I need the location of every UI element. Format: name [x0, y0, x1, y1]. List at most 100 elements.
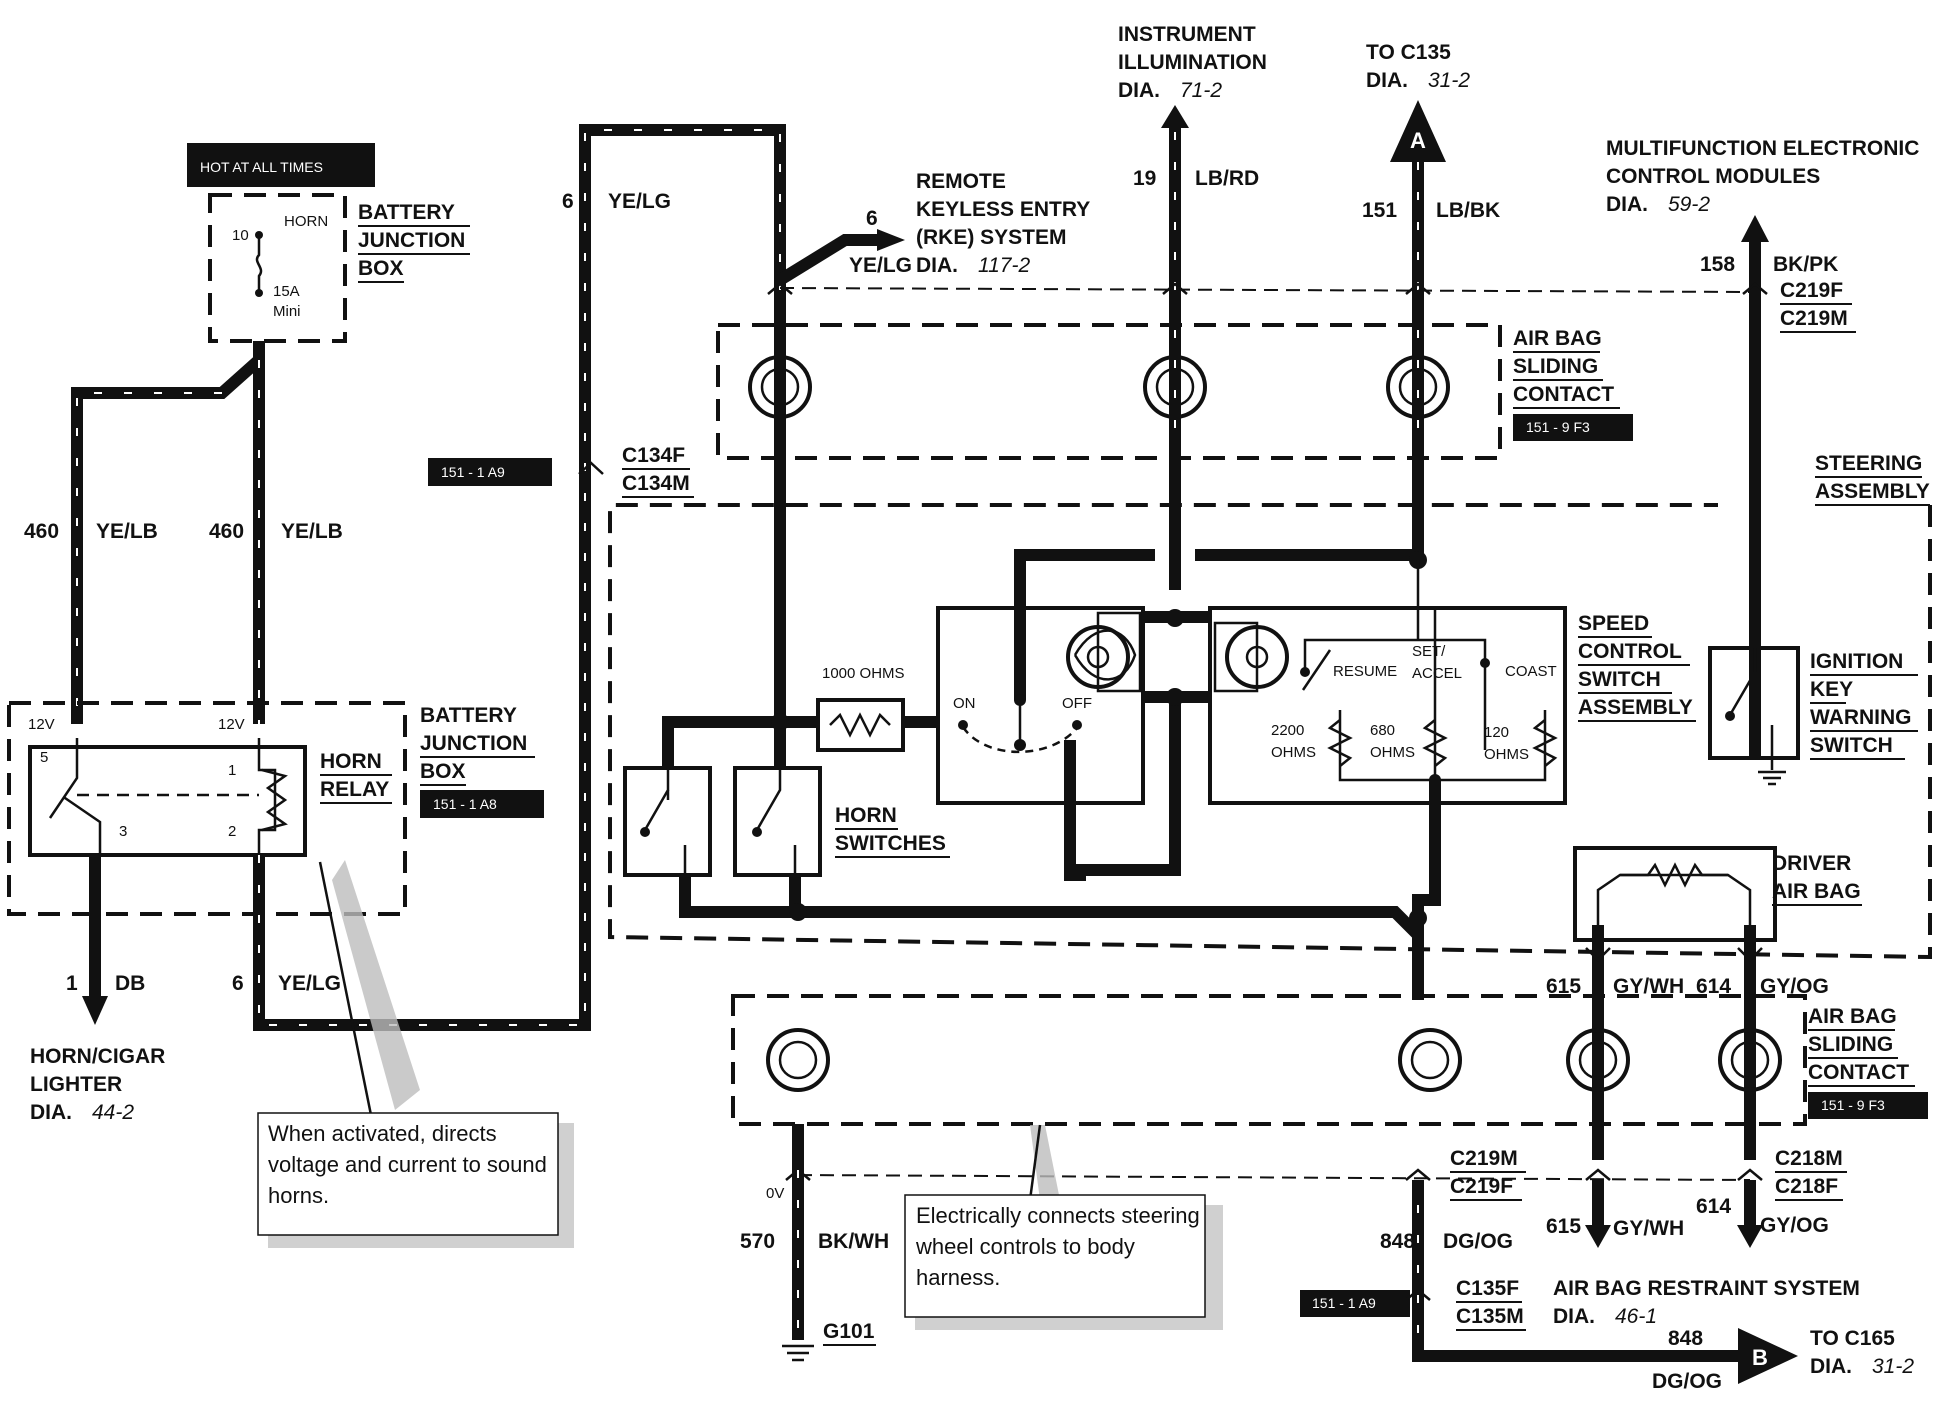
mfm-dia: DIA.: [1606, 193, 1648, 216]
steering-assembly: [608, 503, 1932, 960]
circuit-1-number: 1: [66, 972, 78, 995]
airbag-squib-icon: [1620, 862, 1728, 888]
rke-dia: DIA.: [916, 254, 958, 277]
rke-wire: [776, 234, 880, 286]
fuse-icon: [255, 235, 263, 293]
instrument-dia-num: 71-2: [1180, 79, 1222, 102]
ref-relay-label: 151 - 1 A8: [433, 796, 497, 812]
rke-line1: REMOTE: [916, 170, 1006, 193]
ref-c134-label: 151 - 1 A9: [441, 464, 505, 480]
arrow-up-icon: [1741, 215, 1769, 242]
bjb-top-line2: JUNCTION: [358, 229, 465, 252]
hot-at-all-times-label: HOT AT ALL TIMES: [200, 159, 323, 175]
ignition-line4: SWITCH: [1810, 734, 1893, 757]
circuit-19-color: LB/RD: [1195, 167, 1259, 190]
relay-pin-3: 3: [119, 823, 127, 840]
airbag-b1-number: 615: [1546, 1215, 1581, 1238]
connector-c219-top-icon: [767, 282, 1768, 295]
speed-control-line1: SPEED: [1578, 612, 1649, 635]
speed-control-switch-assembly: [1208, 606, 1567, 805]
ignition-line2: KEY: [1810, 678, 1853, 701]
ref-c135-label: 151 - 1 A9: [1312, 1295, 1376, 1311]
resistor-680-icon: [1422, 719, 1448, 767]
mfm-line1: MULTIFUNCTION ELECTRONIC: [1606, 137, 1919, 160]
circuit-848-side-number: 848: [1380, 1230, 1415, 1253]
mfm-line2: CONTROL MODULES: [1606, 165, 1820, 188]
airbag-b1-color: GY/WH: [1613, 1217, 1684, 1240]
airbag-b2-number: 614: [1696, 1195, 1731, 1218]
relay-switch-contact: [48, 738, 102, 855]
arrow-up-icon: [1161, 105, 1189, 128]
circuit-848-bottom-number: 848: [1668, 1327, 1703, 1350]
circuit-1-color: DB: [115, 972, 145, 995]
driver-airbag-line1: DRIVER: [1772, 852, 1851, 875]
relay-12v-left: 12V: [28, 716, 55, 733]
c135-line1: TO C135: [1366, 41, 1451, 64]
connector-c218f: C218F: [1775, 1175, 1838, 1198]
resistor-120-icon: [1532, 719, 1558, 767]
connector-b-letter: B: [1752, 1345, 1768, 1370]
clockspring-bottom-left-icon: [766, 1028, 830, 1092]
speed-control-line3: SWITCH: [1578, 668, 1661, 691]
c165-dia: DIA.: [1810, 1355, 1852, 1378]
airbag-contact-top-line1: AIR BAG: [1513, 327, 1602, 350]
callout-contact: [904, 1194, 1206, 1318]
airbag-restraint-line1: AIR BAG RESTRAINT SYSTEM: [1553, 1277, 1860, 1300]
connector-c135f: C135F: [1456, 1277, 1519, 1300]
connector-c219f-bot: C219F: [1450, 1175, 1513, 1198]
relay-pin-1: 1: [228, 762, 236, 779]
connector-a-letter: A: [1410, 128, 1426, 153]
connector-c134m: C134M: [622, 472, 690, 495]
speed-control-line4: ASSEMBLY: [1578, 696, 1693, 719]
circuit-6-upper-number: 6: [562, 190, 574, 213]
instrument-dia: DIA.: [1118, 79, 1160, 102]
connector-c135m: C135M: [1456, 1305, 1524, 1328]
arrow-right-icon: [877, 229, 905, 251]
connector-a-arrow-icon: [1390, 100, 1446, 162]
rke-circuit-color: YE/LG: [849, 254, 912, 277]
rke-dia-num: 117-2: [978, 254, 1030, 277]
mfm-dia-num: 59-2: [1668, 193, 1710, 216]
circuit-158-number: 158: [1700, 253, 1735, 276]
circuit-848-side-color: DG/OG: [1443, 1230, 1513, 1253]
switch-on-label: ON: [953, 695, 976, 712]
fuse-terminal-bottom: [255, 289, 263, 297]
r680-unit: OHMS: [1370, 744, 1415, 761]
driver-airbag-line2: AIR BAG: [1772, 880, 1861, 903]
arrow-down-icon: [82, 996, 108, 1025]
rke-line3: (RKE) SYSTEM: [916, 226, 1067, 249]
relay-12v-right: 12V: [218, 716, 245, 733]
ground-voltage: 0V: [766, 1185, 784, 1202]
relay-pin-2: 2: [228, 823, 236, 840]
bjb-relay-line2: JUNCTION: [420, 732, 527, 755]
r2200-value: 2200: [1271, 722, 1304, 739]
horn-cigar-dia-num: 44-2: [92, 1101, 134, 1124]
connector-c219m-bot: C219M: [1450, 1147, 1518, 1170]
circuit-460-right-number: 460: [209, 520, 244, 543]
ignition-line1: IGNITION: [1810, 650, 1903, 673]
r680-value: 680: [1370, 722, 1395, 739]
airbag-sliding-contact-top: [716, 323, 1502, 460]
ground-icon: [1758, 770, 1786, 786]
horn-relay-label2: RELAY: [320, 778, 389, 801]
connector-c134f: C134F: [622, 444, 685, 467]
c165-line1: TO C165: [1810, 1327, 1895, 1350]
ref-box-relay: [420, 790, 544, 818]
ref-box-airbag-bot: [1808, 1092, 1928, 1119]
bjb-relay-line1: BATTERY: [420, 704, 517, 727]
callout-relay-text: When activated, directs voltage and curr…: [268, 1121, 547, 1208]
airbag-a1-number: 615: [1546, 975, 1581, 998]
speed-control-onoff-switch: [936, 606, 1145, 805]
circuit-6-lower-number: 6: [232, 972, 244, 995]
bjb-top-line3: BOX: [358, 257, 404, 280]
ref-airbag-bot-label: 151 - 9 F3: [1821, 1097, 1885, 1113]
airbag-a2-number: 614: [1696, 975, 1731, 998]
callout-relay-pointer: [332, 860, 420, 1110]
r2200-unit: OHMS: [1271, 744, 1316, 761]
c135-dia-num: 31-2: [1428, 69, 1470, 92]
circuit-151-number: 151: [1362, 199, 1397, 222]
clockspring-bottom-right2-icon: [1718, 1028, 1782, 1092]
rke-line2: KEYLESS ENTRY: [916, 198, 1090, 221]
circuit-570-color: BK/WH: [818, 1230, 889, 1253]
circuit-6-upper-color: YE/LG: [608, 190, 671, 213]
